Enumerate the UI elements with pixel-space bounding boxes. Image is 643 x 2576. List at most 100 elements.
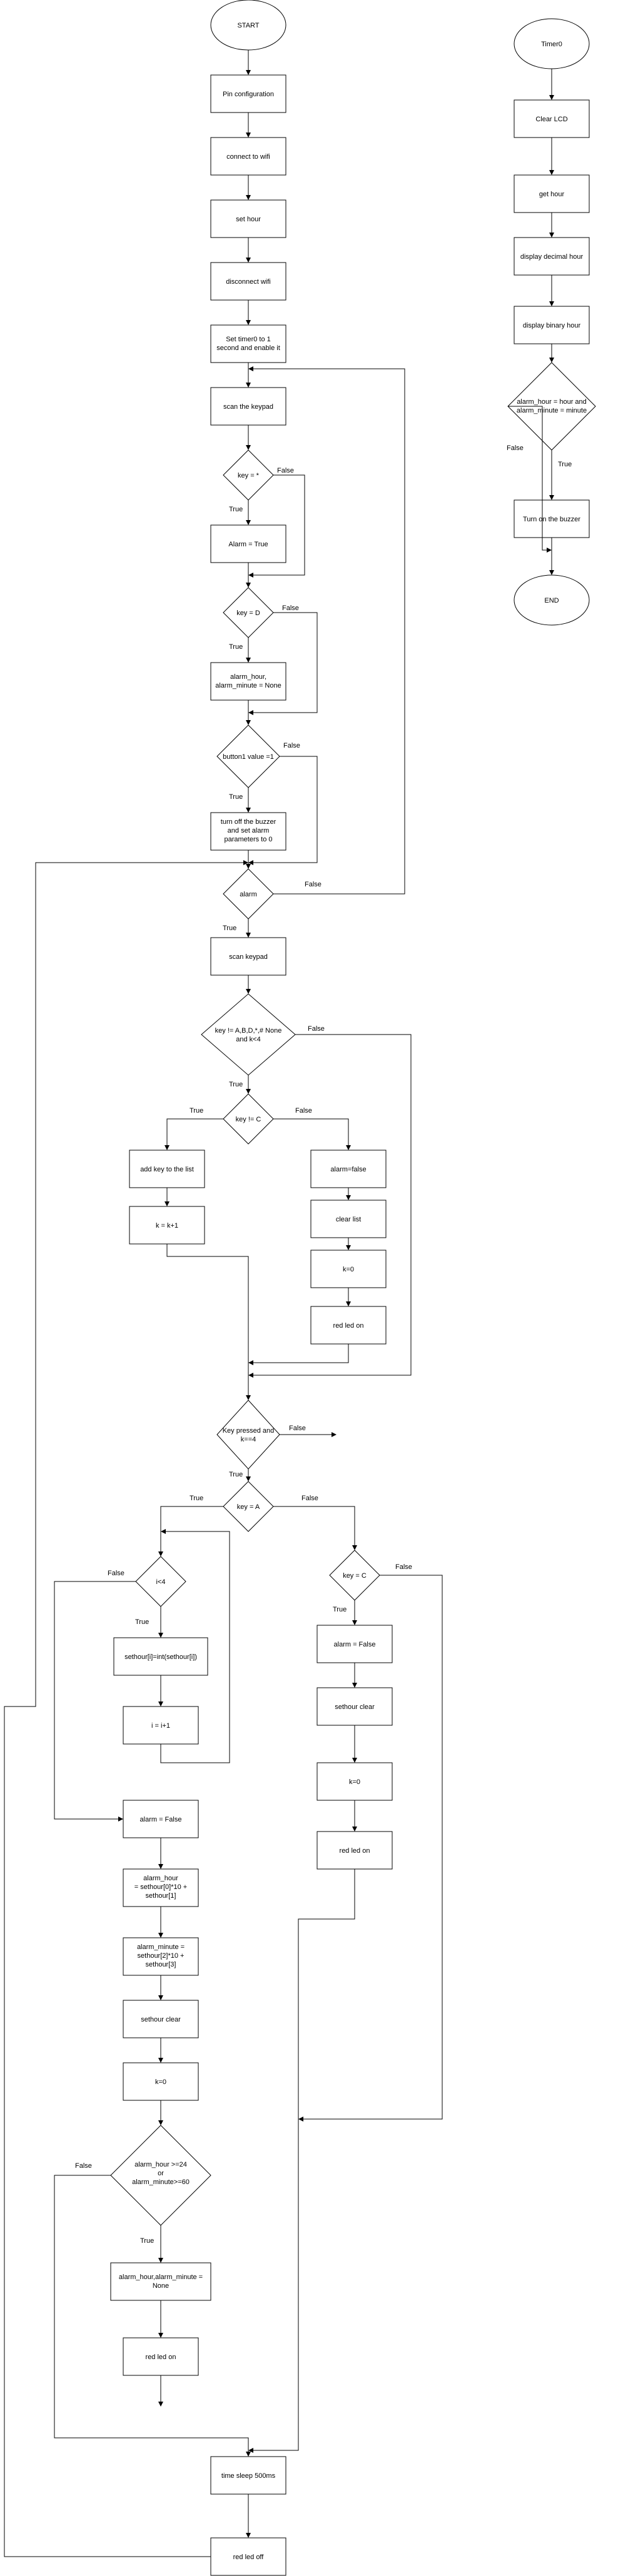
svg-text:k=0: k=0 [155,2078,166,2086]
label-true-key-star: True [229,506,243,513]
node-alarm-minute-calc: alarm_minute = sethour[2]*10 + sethour[3… [123,1937,199,1976]
svg-text:or: or [158,2170,164,2177]
svg-text:turn off the buzzer: turn off the buzzer [221,818,276,826]
svg-text:key = A: key = A [237,1503,260,1511]
node-alarm-none-2: alarm_hour,alarm_minute = None [110,2262,211,2301]
svg-text:sethour clear: sethour clear [141,2016,181,2023]
node-sethour-clear-2: sethour clear [316,1687,393,1726]
connectors-timer [508,69,554,575]
svg-text:set hour: set hour [236,216,261,223]
svg-text:red led on: red led on [340,1847,370,1855]
node-sethour-clear-1: sethour clear [123,2000,199,2038]
svg-text:Set timer0 to 1: Set timer0 to 1 [226,336,271,343]
node-alarm-true: Alarm = True [210,524,286,563]
label-false-alarm-match: False [507,444,524,452]
node-turn-on-buzzer: Turn on the buzzer [514,499,590,538]
svg-text:sethour[3]: sethour[3] [146,1961,176,1968]
decision-key-pressed: Key pressed and k==4 [216,1400,280,1470]
svg-text:key = C: key = C [343,1572,367,1580]
node-k-zero-1: k=0 [310,1250,387,1288]
decision-key-star: key = * [223,449,274,501]
node-red-led-on-2: red led on [123,2337,199,2376]
node-display-binary-hour: display binary hour [514,306,590,344]
label-false-key-c: False [395,1563,412,1571]
svg-text:k=0: k=0 [343,1266,354,1273]
label-true-alarm: True [223,925,236,932]
label-false-key-star: False [277,467,294,474]
node-set-hour: set hour [210,199,286,238]
svg-text:key = D: key = D [236,609,260,617]
label-true-key-not-c: True [190,1107,203,1115]
node-set-timer0: Set timer0 to 1 second and enable it [210,324,286,363]
svg-text:sethour clear: sethour clear [335,1703,375,1711]
svg-text:sethour[2]*10 +: sethour[2]*10 + [138,1952,185,1960]
svg-text:get hour: get hour [539,191,565,198]
label-true-key-not-abcd: True [229,1081,243,1088]
node-alarm-false-3: alarm = False [316,1625,393,1663]
svg-text:red led off: red led off [233,2553,265,2561]
decision-key-a: key = A [223,1481,274,1532]
decision-alarm-valid: alarm_hour >=24 or alarm_minute>=60 [110,2125,211,2226]
svg-text:Alarm = True: Alarm = True [228,541,268,548]
svg-text:red led on: red led on [333,1322,364,1330]
node-pin-configuration: Pin configuration [210,74,286,113]
label-false-key-not-abcd: False [308,1025,325,1033]
svg-text:scan the keypad: scan the keypad [223,403,273,411]
node-alarm-hour-calc: alarm_hour = sethour[0]*10 + sethour[1] [123,1868,199,1907]
node-scan-the-keypad: scan the keypad [210,387,286,426]
svg-text:alarm=false: alarm=false [330,1166,366,1173]
label-true-key-pressed: True [229,1471,243,1478]
node-add-key-to-list: add key to the list [129,1150,205,1188]
node-i-increment: i = i+1 [123,1706,199,1745]
node-turn-off-buzzer: turn off the buzzer and set alarm parame… [210,812,286,851]
svg-text:key != A,B,D,*,# None: key != A,B,D,*,# None [215,1027,282,1035]
node-start: START [210,0,286,51]
svg-text:START: START [237,22,259,29]
decision-i-lt-4: i<4 [135,1556,186,1607]
svg-text:k=0: k=0 [349,1778,360,1786]
svg-text:red led on: red led on [146,2353,176,2361]
svg-text:Turn on the buzzer: Turn on the buzzer [523,516,580,523]
node-red-led-on-3: red led on [316,1831,393,1870]
svg-text:k==4: k==4 [241,1436,256,1443]
svg-text:alarm_minute>=60: alarm_minute>=60 [132,2178,190,2186]
node-clear-lcd: Clear LCD [514,99,590,138]
svg-text:alarm = False: alarm = False [140,1816,182,1823]
label-true-alarm-match: True [558,461,572,468]
decision-alarm: alarm [223,868,274,920]
svg-text:alarm_hour,: alarm_hour, [230,673,266,681]
svg-text:connect to wifi: connect to wifi [226,153,270,161]
svg-text:= sethour[0]*10 +: = sethour[0]*10 + [134,1883,187,1891]
label-false-key-pressed: False [289,1425,306,1432]
label-false-i-lt-4: False [108,1570,124,1577]
svg-text:parameters to 0: parameters to 0 [224,836,272,843]
label-true-key-a: True [190,1495,203,1502]
svg-text:Pin configuration: Pin configuration [223,91,274,98]
svg-text:sethour[1]: sethour[1] [146,1892,176,1900]
svg-text:Key pressed and: Key pressed and [223,1427,275,1435]
svg-text:None: None [153,2282,169,2290]
decision-key-c: key = C [329,1550,380,1601]
svg-text:Clear LCD: Clear LCD [535,116,567,123]
node-scan-keypad: scan keypad [210,937,286,976]
svg-text:alarm_minute =: alarm_minute = [137,1943,185,1951]
node-timer0: Timer0 [514,18,590,69]
svg-text:and k<4: and k<4 [236,1036,260,1043]
node-time-sleep: time sleep 500ms [210,2456,286,2495]
svg-text:i<4: i<4 [156,1578,166,1586]
label-true-alarm-valid: True [140,2237,154,2245]
node-k-zero-3: k=0 [316,1762,393,1801]
svg-text:Timer0: Timer0 [541,41,562,48]
svg-text:key = *: key = * [238,472,260,479]
svg-text:display binary hour: display binary hour [523,322,581,329]
node-connect-wifi: connect to wifi [210,137,286,176]
label-false-key-d: False [282,604,299,612]
decision-alarm-match: alarm_hour = hour and alarm_minute = min… [507,362,596,451]
svg-text:alarm_minute = minute: alarm_minute = minute [517,407,587,414]
svg-text:alarm_hour = hour and: alarm_hour = hour and [517,398,587,406]
label-false-key-not-c: False [295,1107,312,1115]
node-red-led-on-1: red led on [310,1306,387,1345]
decision-key-not-c: key != C [223,1093,274,1145]
node-red-led-off: red led off [210,2537,286,2576]
